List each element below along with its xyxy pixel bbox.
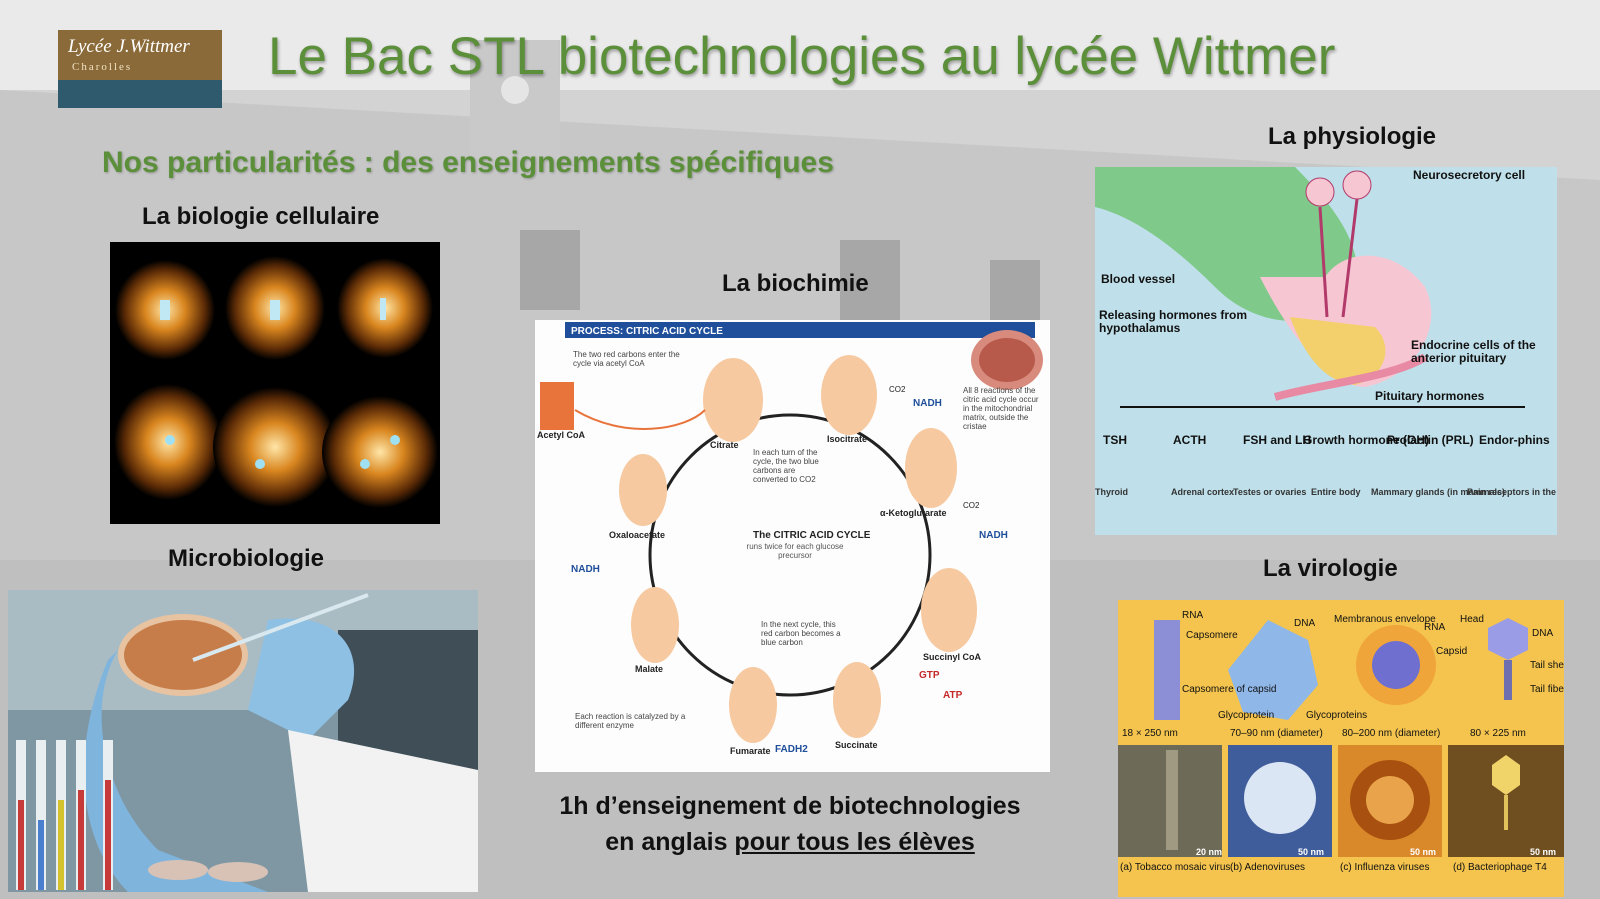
adenovirus-model	[1228, 620, 1318, 720]
note-line-2-underlined: pour tous les élèves	[734, 828, 975, 856]
svg-text:Succinate: Succinate	[835, 740, 878, 750]
svg-text:Oxaloacetate: Oxaloacetate	[609, 530, 665, 540]
svg-text:CO2: CO2	[889, 385, 906, 394]
svg-text:70–90 nm (diameter): 70–90 nm (diameter)	[1230, 728, 1323, 739]
svg-text:Blood vessel: Blood vessel	[1101, 272, 1175, 286]
fumarate-node	[729, 667, 777, 743]
svg-text:DNA: DNA	[1532, 628, 1553, 639]
phage-model	[1488, 618, 1528, 660]
svg-text:CO2: CO2	[963, 501, 980, 510]
svg-text:80–200 nm (diameter): 80–200 nm (diameter)	[1342, 728, 1440, 739]
svg-text:Pituitary hormones: Pituitary hormones	[1375, 389, 1485, 403]
logo-name: Lycée J.Wittmer	[68, 36, 190, 57]
cell-division-image	[110, 242, 440, 524]
succinylcoa-node	[921, 568, 977, 652]
svg-text:Capsomere: Capsomere	[1186, 630, 1238, 641]
svg-text:(b) Adenoviruses: (b) Adenoviruses	[1230, 862, 1305, 873]
svg-text:TSH: TSH	[1103, 433, 1127, 447]
note-line-1: 1h d’enseignement de biotechnologies	[559, 792, 1021, 820]
cycle-header: PROCESS: CITRIC ACID CYCLE	[571, 326, 723, 337]
tobacco-virus-model	[1154, 620, 1180, 720]
svg-text:Testes or ovaries: Testes or ovaries	[1233, 487, 1306, 497]
svg-text:50 nm: 50 nm	[1530, 847, 1556, 857]
hormone-columns: TSH ACTH FSH and LH Growth hormone (GH) …	[1095, 433, 1557, 497]
ketoglutarate-node	[905, 428, 957, 508]
label-biochimie: La biochimie	[722, 270, 869, 297]
svg-text:Isocitrate: Isocitrate	[827, 434, 867, 444]
svg-text:80 × 225 nm: 80 × 225 nm	[1470, 728, 1526, 739]
note-line-2-prefix: en anglais	[605, 828, 735, 856]
logo-band	[58, 80, 222, 108]
svg-text:Citrate: Citrate	[710, 440, 739, 450]
svg-text:18 × 250 nm: 18 × 250 nm	[1122, 728, 1178, 739]
svg-text:FADH2: FADH2	[775, 744, 808, 755]
svg-text:The CITRIC ACID CYCLE: The CITRIC ACID CYCLE	[753, 530, 871, 541]
logo-city: Charolles	[72, 61, 133, 73]
svg-text:Fumarate: Fumarate	[730, 746, 771, 756]
svg-text:50 nm: 50 nm	[1298, 847, 1324, 857]
svg-text:Capsid: Capsid	[1436, 646, 1467, 657]
label-physiologie: La physiologie	[1268, 123, 1437, 150]
svg-text:RNA: RNA	[1424, 622, 1445, 633]
svg-text:(c) Influenza viruses: (c) Influenza viruses	[1340, 862, 1429, 873]
svg-text:Succinyl CoA: Succinyl CoA	[923, 652, 982, 662]
succinate-node	[833, 662, 881, 738]
svg-text:ACTH: ACTH	[1173, 433, 1206, 447]
svg-text:ATP: ATP	[943, 690, 963, 701]
svg-text:Glycoprotein: Glycoprotein	[1218, 710, 1274, 721]
page-title: Le Bac STL biotechnologies au lycée Witt…	[268, 27, 1336, 86]
citrate-node	[703, 358, 763, 442]
svg-text:RNA: RNA	[1182, 610, 1203, 621]
microbiology-image	[8, 590, 478, 892]
svg-text:Membranous envelope: Membranous envelope	[1334, 614, 1436, 625]
page-subtitle: Nos particularités : des enseignements s…	[102, 146, 834, 179]
svg-text:Thyroid: Thyroid	[1095, 487, 1128, 497]
label-microbiologie: Microbiologie	[168, 545, 324, 572]
svg-text:Endor-phins: Endor-phins	[1479, 433, 1550, 447]
svg-text:Glycoproteins: Glycoproteins	[1306, 710, 1367, 721]
svg-text:NADH: NADH	[571, 564, 600, 575]
svg-text:Entire body: Entire body	[1311, 487, 1361, 497]
svg-text:Pain receptors in the brain: Pain receptors in the brain	[1467, 487, 1557, 497]
svg-text:Capsomere of capsid: Capsomere of capsid	[1182, 684, 1277, 695]
svg-text:Mammary glands (in mammals): Mammary glands (in mammals)	[1371, 487, 1505, 497]
svg-text:(a) Tobacco mosaic virus: (a) Tobacco mosaic virus	[1120, 862, 1230, 873]
pituitary-diagram: Neurosecretory cell Blood vessel Releasi…	[1095, 167, 1557, 535]
malate-node	[631, 587, 679, 663]
svg-text:Malate: Malate	[635, 664, 663, 674]
svg-text:Adrenal cortex: Adrenal cortex	[1171, 487, 1234, 497]
school-logo: Lycée J.Wittmer Charolles	[58, 30, 222, 108]
svg-text:(d) Bacteriophage T4: (d) Bacteriophage T4	[1453, 862, 1547, 873]
citric-acid-cycle-diagram: PROCESS: CITRIC ACID CYCLE Acetyl CoA Ci…	[535, 320, 1050, 772]
svg-text:Prolactin (PRL): Prolactin (PRL)	[1387, 433, 1474, 447]
svg-text:FSH and LH: FSH and LH	[1243, 433, 1311, 447]
english-course-note: 1h d’enseignement de biotechnologies en …	[540, 788, 1040, 860]
svg-text:Growth hormone (GH): Growth hormone (GH)	[1303, 433, 1429, 447]
virus-diagram: RNA Capsomere DNA Membranous envelope RN…	[1118, 600, 1564, 897]
svg-text:Neurosecretory cell: Neurosecretory cell	[1413, 168, 1525, 182]
svg-text:NADH: NADH	[979, 530, 1008, 541]
label-virologie: La virologie	[1263, 555, 1398, 582]
svg-text:Acetyl CoA: Acetyl CoA	[537, 430, 586, 440]
svg-text:Tail sheath: Tail sheath	[1530, 660, 1564, 671]
svg-text:GTP: GTP	[919, 670, 940, 681]
svg-text:20 nm: 20 nm	[1196, 847, 1222, 857]
svg-text:NADH: NADH	[913, 398, 942, 409]
label-biologie: La biologie cellulaire	[142, 203, 380, 230]
oxaloacetate-node	[619, 454, 667, 526]
svg-text:Head: Head	[1460, 614, 1484, 625]
isocitrate-node	[821, 355, 877, 435]
svg-text:DNA: DNA	[1294, 618, 1315, 629]
note-line-2: en anglais pour tous les élèves	[540, 824, 1040, 860]
svg-text:Tail fiber: Tail fiber	[1530, 684, 1564, 695]
svg-text:α-Ketoglutarate: α-Ketoglutarate	[880, 508, 947, 518]
svg-text:50 nm: 50 nm	[1410, 847, 1436, 857]
